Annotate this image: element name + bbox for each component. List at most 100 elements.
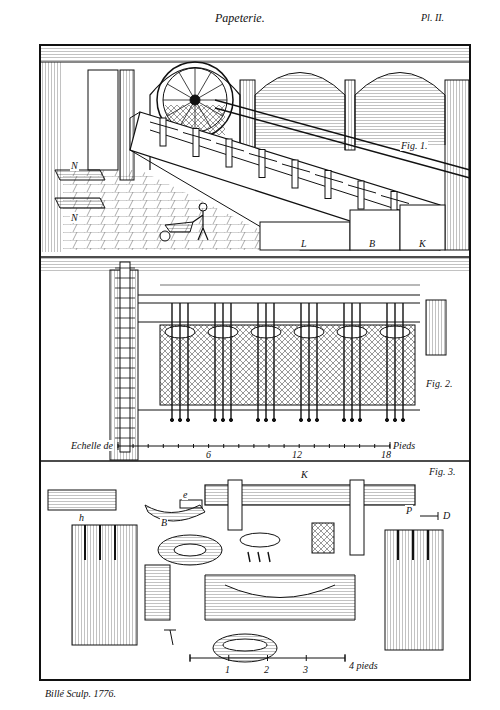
engraving-stroke xyxy=(282,164,310,172)
engraving-stroke xyxy=(342,418,345,421)
engraving-stroke xyxy=(195,68,196,100)
engraving-stroke xyxy=(229,418,232,421)
engraving-stroke xyxy=(265,303,266,420)
engraving-stroke xyxy=(359,303,360,420)
engraving-stroke xyxy=(374,444,375,448)
engraving-stroke xyxy=(171,303,172,420)
engraving-stroke xyxy=(325,171,331,199)
engraving-stroke xyxy=(329,444,330,448)
engraving-stroke xyxy=(348,185,376,193)
scale-number: 3 xyxy=(302,664,309,675)
engraving-stroke xyxy=(150,122,178,130)
engraving-stroke xyxy=(178,444,179,448)
engraving-stroke xyxy=(226,139,232,167)
engraving-stroke xyxy=(306,655,307,661)
engraving-stroke xyxy=(115,418,135,419)
engraving-stroke xyxy=(249,154,277,162)
engraving-stroke xyxy=(393,418,396,421)
figure-label: Fig. 1. xyxy=(400,140,428,151)
engraving-stroke xyxy=(133,444,134,448)
engraving-stroke xyxy=(115,328,135,329)
engraver-signature: Billé Sculp. 1776. xyxy=(44,688,117,699)
engraving-stroke xyxy=(115,408,135,409)
engraving-stroke xyxy=(216,143,244,151)
engraving-stroke xyxy=(115,368,135,369)
engraving-stroke xyxy=(195,100,227,101)
callout-letter: B xyxy=(368,238,376,249)
engraving-stroke xyxy=(351,303,352,420)
engraving-stroke xyxy=(267,655,268,661)
plate-title: Papeterie. xyxy=(215,12,265,25)
engraving-stroke xyxy=(193,129,199,157)
scale-label: 4 pieds xyxy=(348,660,379,671)
engraving-stroke xyxy=(115,348,135,349)
callout-letter: h xyxy=(78,512,85,523)
engraving-stroke xyxy=(284,444,285,448)
engraving-stroke xyxy=(115,308,135,309)
scale-number: 2 xyxy=(263,664,270,675)
callout-letter: P xyxy=(405,505,413,516)
engraving-stroke xyxy=(316,303,317,420)
engraving-stroke xyxy=(163,100,195,101)
engraving-stroke xyxy=(222,303,223,420)
engraving-stroke xyxy=(213,418,216,421)
callout-letter: K xyxy=(300,469,309,480)
engraving-stroke xyxy=(115,438,135,439)
engraving-stroke xyxy=(386,303,387,420)
engraving-stroke xyxy=(359,444,360,448)
engraving-stroke xyxy=(183,133,211,141)
engraving-stroke xyxy=(300,303,301,420)
engraving-stroke xyxy=(307,418,310,421)
scale-label: Echelle de xyxy=(70,440,114,451)
engraving-stroke xyxy=(238,444,239,448)
engraving-stroke xyxy=(228,655,229,661)
engraving-stroke xyxy=(299,444,300,448)
engraving-stroke xyxy=(272,418,275,421)
engraving-stroke xyxy=(170,418,173,421)
callout-letter: e xyxy=(182,489,188,500)
engraving-stroke xyxy=(115,378,135,379)
engraving-stroke xyxy=(208,444,209,448)
engraving-stroke xyxy=(230,303,231,420)
engraving-stroke xyxy=(401,418,404,421)
engraving-stroke xyxy=(402,303,403,420)
callout-letter: B xyxy=(160,517,168,528)
scale-label: Pieds xyxy=(392,440,416,451)
engraving-stroke xyxy=(163,444,164,448)
engraving-stroke xyxy=(115,338,135,339)
engraving-stroke xyxy=(115,398,135,399)
engraving-stroke xyxy=(269,444,270,448)
engraving-stroke xyxy=(344,444,345,448)
engraving-stroke xyxy=(299,418,302,421)
engraving-stroke xyxy=(264,418,267,421)
callout-letter: N xyxy=(70,212,79,223)
scale-number: 6 xyxy=(205,449,212,460)
engraving-stroke xyxy=(358,418,361,421)
engraving-stroke xyxy=(350,418,353,421)
engraving-stroke xyxy=(315,418,318,421)
engraving-stroke xyxy=(253,444,254,448)
engraving-stroke xyxy=(118,444,119,448)
engraving-stroke xyxy=(223,444,224,448)
engraving-stroke xyxy=(160,118,166,146)
scale-number: 18 xyxy=(380,449,392,460)
figure-label: Fig. 3. xyxy=(428,466,456,477)
engraving-stroke xyxy=(385,418,388,421)
engraving-stroke xyxy=(314,444,315,448)
engraving-stroke xyxy=(273,303,274,420)
callout-letter: L xyxy=(300,238,308,249)
engraving-stroke xyxy=(115,268,135,269)
engraving-stroke xyxy=(308,303,309,420)
engraving-stroke xyxy=(389,444,390,448)
engraving-stroke xyxy=(256,418,259,421)
engraving-stroke xyxy=(115,278,135,279)
engraving-stroke xyxy=(343,303,344,420)
engraving-stroke xyxy=(115,298,135,299)
callout-letter: D xyxy=(442,510,451,521)
engraving-stroke xyxy=(115,288,135,289)
engraving-stroke xyxy=(179,303,180,420)
engraving-stroke xyxy=(257,303,258,420)
engraving-stroke xyxy=(187,303,188,420)
